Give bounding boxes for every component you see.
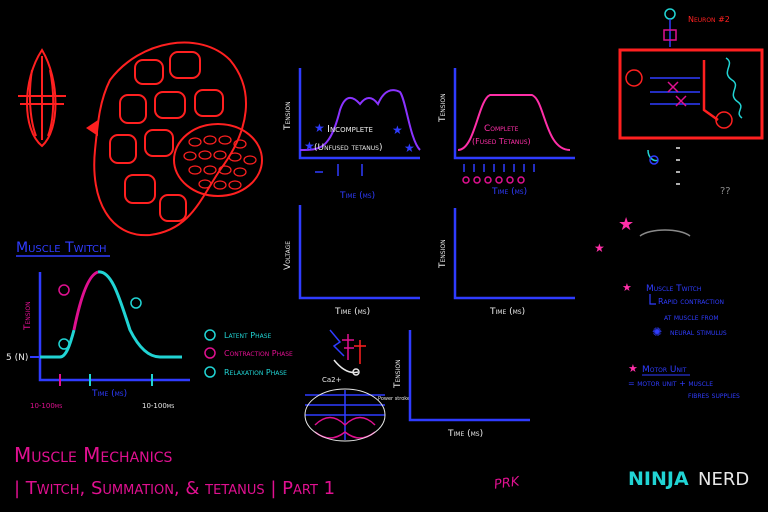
twitch-latent-curve <box>40 329 76 359</box>
twitch-heading: Muscle Twitch <box>16 240 106 256</box>
phase-legend: Latent Phase Contraction Phase Relaxatio… <box>204 329 293 378</box>
legend-relaxation-label: Relaxation Phase <box>224 368 287 377</box>
nmj-contents <box>625 57 743 129</box>
note-star2-icon: ★ <box>628 362 638 375</box>
complete-curve <box>457 94 571 151</box>
twitch-threshold: 5 (N) <box>6 353 28 363</box>
legend-contraction-marker <box>204 347 216 359</box>
tension-axes <box>453 208 575 300</box>
twitch-axes <box>38 272 190 382</box>
note-motor-line2: fibres supplies <box>688 391 740 400</box>
note-twitch-line2: at muscle from <box>664 313 719 322</box>
logo-nerd: NERD <box>698 469 749 490</box>
legend-latent-marker <box>204 329 216 341</box>
signature: PRK <box>493 474 522 493</box>
legend-contraction-label: Contraction Phase <box>224 349 293 358</box>
complete-line2: (Fused Tetanus) <box>472 137 531 146</box>
voltage-ylabel: Voltage <box>283 241 293 270</box>
note-motor-title: Motor Unit <box>642 365 687 375</box>
legend-relaxation-marker <box>204 366 216 378</box>
svg-text:★: ★ <box>392 123 403 137</box>
title-line2: | Twitch, Summation, & tetanus | Part 1 <box>14 478 335 499</box>
muscle-spindle-icon <box>18 48 66 148</box>
note-twitch-line3: neural stimulus <box>670 328 727 337</box>
complete-stimulus-ticks <box>463 164 535 172</box>
note-motor-line1: = motor unit + muscle <box>628 379 713 388</box>
incomplete-line2: (Unfused tetanus) <box>314 143 382 153</box>
pointer-arrow <box>86 120 98 136</box>
neural-spark-icon: ✺ <box>652 325 662 339</box>
neuron-icon <box>663 8 677 47</box>
tension-xlabel: Time (ms) <box>489 307 525 317</box>
note-bracket <box>649 294 656 305</box>
logo-ninja: NINJA <box>628 468 689 490</box>
incomplete-curve <box>299 89 421 151</box>
svg-text:★: ★ <box>404 141 415 155</box>
complete-calcium-dots <box>462 176 525 184</box>
incomplete-line1: Incomplete <box>327 124 373 135</box>
complete-ylabel: Tension <box>438 93 448 123</box>
twitch-right-range: 10-100ms <box>142 402 174 410</box>
note-star-icon: ★ <box>622 281 632 294</box>
voltage-axes <box>298 205 420 300</box>
tension2-ylabel: Tension <box>393 359 403 389</box>
legend-latent-label: Latent Phase <box>224 331 271 340</box>
phase-markers <box>58 284 142 350</box>
title-line1: Muscle Mechanics <box>14 443 173 467</box>
stimulus-star-icons: ★★★★ <box>304 121 415 155</box>
tension-ylabel: Tension <box>438 239 448 269</box>
neuron-label: Neuron #2 <box>688 15 730 24</box>
nmj-box <box>618 48 764 140</box>
tension2-axes <box>408 330 530 422</box>
misc-sketch-right <box>639 147 691 237</box>
complete-line1: Complete <box>484 124 519 134</box>
complete-xlabel: Time (ms) <box>491 187 527 197</box>
twitch-left-range: 10-100ms <box>30 402 62 410</box>
incomplete-xlabel: Time (ms) <box>339 191 375 201</box>
note-twitch-title: Muscle Twitch <box>646 284 701 294</box>
crossbridge-sketch <box>304 329 386 442</box>
complete-axes <box>453 68 575 160</box>
svg-text:★: ★ <box>314 121 325 135</box>
tension2-xlabel: Time (ms) <box>447 429 483 439</box>
calcium-label: Ca2+ <box>322 376 342 384</box>
voltage-xlabel: Time (ms) <box>334 307 370 317</box>
incomplete-stimulus-ticks <box>315 164 363 176</box>
twitch-time-marks <box>59 374 153 386</box>
ninja-nerd-logo: NINJA NERD <box>628 468 749 490</box>
pink-star-icon: ★ <box>618 214 634 235</box>
svg-text:★: ★ <box>304 139 315 153</box>
twitch-contraction-curve <box>72 270 99 331</box>
twitch-xlabel: Time (ms) <box>91 389 127 399</box>
twitch-relaxation-curve <box>97 270 182 359</box>
pink-star-small-icon: ★ <box>594 241 605 255</box>
power-stroke-label: Power stroke <box>378 396 410 402</box>
incomplete-axes <box>298 68 420 160</box>
note-twitch-line1: Rapid contraction <box>658 297 724 306</box>
muscle-cross-section <box>93 41 263 237</box>
incomplete-ylabel: Tension <box>283 101 293 131</box>
question-marks: ?? <box>720 186 731 197</box>
twitch-ylabel: Tension <box>23 301 33 331</box>
